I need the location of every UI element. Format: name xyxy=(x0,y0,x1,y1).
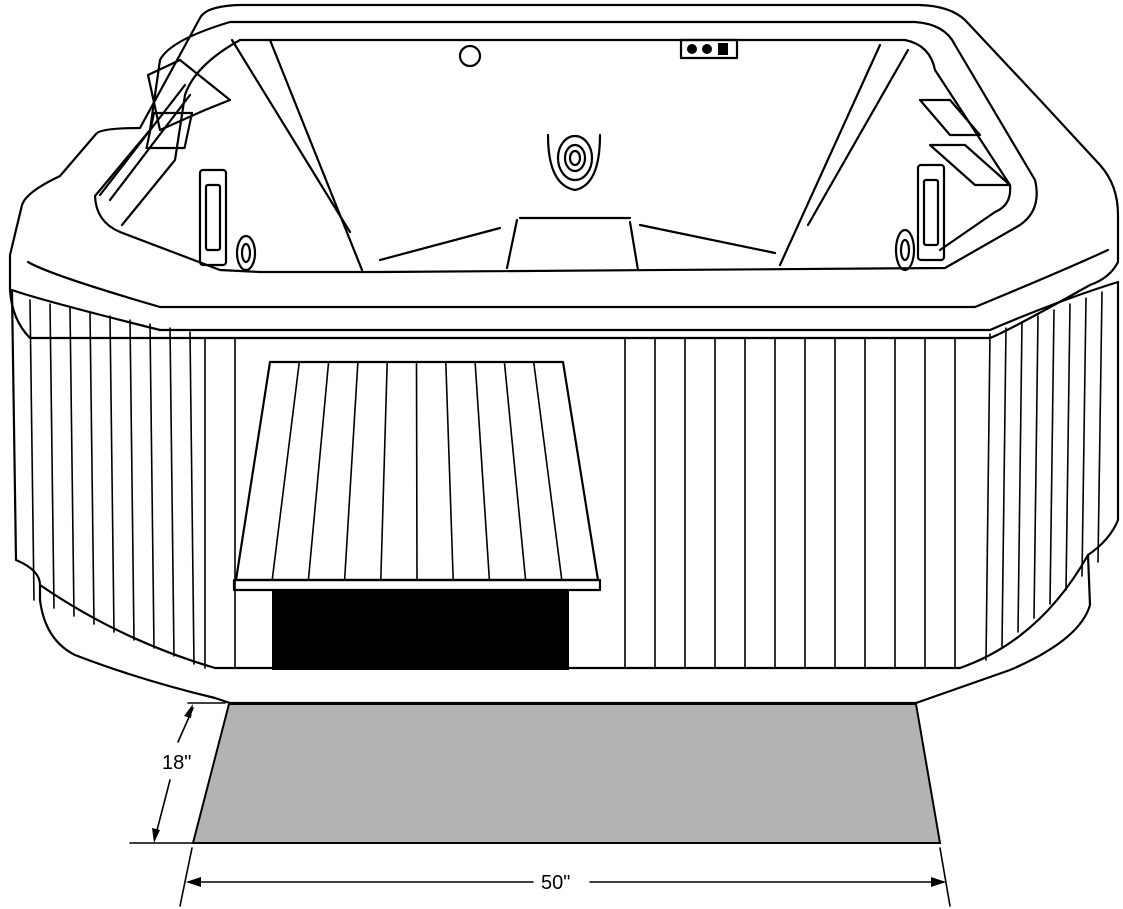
depth-dimension: 18" xyxy=(129,702,226,844)
width-dimension: 50" xyxy=(179,847,951,907)
jet-icon xyxy=(899,238,911,262)
skirt-slat xyxy=(1001,327,1007,647)
step-slat xyxy=(474,361,491,581)
spa-basin-inner-rim xyxy=(120,38,1012,252)
control-button-icon xyxy=(702,44,712,54)
access-panel xyxy=(272,590,569,670)
step-slat xyxy=(271,361,301,581)
clearance-area xyxy=(191,703,942,844)
jet-icon xyxy=(894,228,916,272)
right-jet-panel-inner xyxy=(922,178,940,247)
depth-label: 18" xyxy=(162,752,191,774)
left-handrest-tray xyxy=(145,111,194,150)
left-jet-panel-inner xyxy=(204,183,222,252)
skirt-slat xyxy=(169,327,175,657)
control-button-icon xyxy=(687,44,697,54)
step-slat xyxy=(343,361,359,581)
skirt-slat xyxy=(109,315,115,633)
skirt-slat xyxy=(1017,321,1023,633)
step-slat xyxy=(444,361,455,581)
skirt-slat xyxy=(149,323,155,649)
spa-back-wall xyxy=(268,38,364,272)
step-slats xyxy=(271,361,563,581)
spa-rim-outer xyxy=(8,3,1120,340)
width-label: 50" xyxy=(541,872,570,894)
step-slat xyxy=(503,361,527,581)
step-slat xyxy=(379,361,389,581)
spa-back-wall-left-ridge xyxy=(230,38,352,234)
skirt-slat xyxy=(1081,297,1087,577)
right-headrest xyxy=(918,98,982,137)
spa-back-wall-right-ridge xyxy=(806,48,910,227)
skirt-slat xyxy=(29,299,35,601)
step-slat xyxy=(415,361,418,581)
seat-edge-left xyxy=(378,226,502,262)
skirt-slat xyxy=(69,307,75,617)
skirt-slat xyxy=(129,319,135,641)
seat-divider-left xyxy=(505,218,519,270)
skirt-slat xyxy=(89,311,95,625)
seat-divider-right xyxy=(628,220,640,272)
right-step xyxy=(928,143,1012,187)
jet-icon xyxy=(240,242,252,264)
jet-icon xyxy=(563,143,587,173)
spa-skirt-base-line xyxy=(38,553,1090,670)
front-step xyxy=(232,360,602,592)
control-switch-icon xyxy=(718,43,728,55)
step-slat xyxy=(307,361,330,581)
jet-icon xyxy=(568,149,582,167)
skirt-slat xyxy=(1033,315,1039,619)
left-jet-panel xyxy=(198,168,228,267)
skirt-slat xyxy=(985,333,991,661)
jet-icon xyxy=(235,234,257,272)
skirt-slat xyxy=(1049,309,1055,605)
right-jet-panel xyxy=(916,163,946,262)
left-armrest xyxy=(98,83,192,202)
skirt-slat xyxy=(49,303,55,609)
seat-edge-right xyxy=(638,223,777,255)
spa-back-wall-right xyxy=(778,43,882,267)
back-jet-housing xyxy=(546,133,602,192)
step-slat xyxy=(532,361,563,581)
skirt-slats xyxy=(29,291,1103,669)
spa-basin-rim xyxy=(93,20,1038,274)
jet-icon xyxy=(556,134,594,182)
drain-icon xyxy=(458,44,482,68)
skirt-slat xyxy=(1065,303,1071,591)
spa-rim-inner-edge xyxy=(26,248,1110,309)
skirt-slat xyxy=(189,331,195,665)
skirt-slat xyxy=(1097,291,1103,563)
spa-rim-lower-edge xyxy=(10,280,1120,332)
control-panel-icon xyxy=(679,38,739,60)
